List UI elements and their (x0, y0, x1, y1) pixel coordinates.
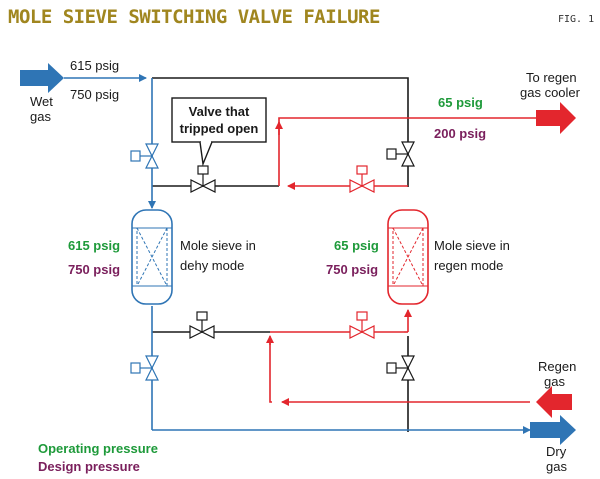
regen-gas-in-label-2: gas (544, 374, 565, 389)
pipe-regen-gas-up (269, 338, 272, 403)
dehy-lower-valve-icon (189, 311, 215, 339)
dehy-vessel-label-2: dehy mode (180, 258, 244, 273)
regen-design-pressure: 750 psig (326, 262, 378, 277)
regen-upper-valve-icon (349, 165, 375, 193)
regen-vessel-label-1: Mole sieve in (434, 238, 510, 253)
regen-bottom-valve-icon (386, 355, 415, 381)
wet-gas-label-2: gas (30, 109, 51, 124)
callout-line-2: tripped open (180, 121, 259, 136)
regen-top-valve-icon (386, 141, 415, 167)
regen-lower-valve-icon (349, 311, 375, 339)
regen-vessel-label-2: regen mode (434, 258, 503, 273)
legend-design-pressure: Design pressure (38, 459, 140, 474)
to-regen-cooler-label-2: gas cooler (520, 85, 581, 100)
wet-gas-arrow (20, 63, 64, 93)
regen-vessel (387, 209, 429, 305)
regen-gas-in-label-1: Regen (538, 359, 576, 374)
wet-gas-label-1: Wet (30, 94, 53, 109)
dehy-vessel-label-1: Mole sieve in (180, 238, 256, 253)
red-piping (266, 117, 536, 406)
dehy-inlet-valve-icon (130, 143, 159, 169)
inlet-operating-pressure: 615 psig (70, 58, 119, 73)
pipe-regen-to-cooler (278, 117, 536, 186)
dehy-operating-pressure: 615 psig (68, 238, 120, 253)
legend-operating-pressure: Operating pressure (38, 441, 158, 456)
dehy-outlet-valve-icon (130, 355, 159, 381)
callout-line-1: Valve that (189, 104, 250, 119)
inlet-design-pressure: 750 psig (70, 87, 119, 102)
dry-gas-label-2: gas (546, 459, 567, 474)
dry-gas-arrow (530, 415, 576, 445)
dehy-design-pressure: 750 psig (68, 262, 120, 277)
regen-operating-pressure: 65 psig (334, 238, 379, 253)
figure-label: FIG. 1 (558, 14, 595, 25)
regen-cooler-arrow (536, 102, 576, 134)
callout-box (171, 97, 267, 167)
regen-outlet-operating-pressure: 65 psig (438, 95, 483, 110)
regen-gas-in-arrow (536, 386, 572, 418)
diagram-title: MOLE SIEVE SWITCHING VALVE FAILURE (8, 6, 380, 28)
dehy-vessel (131, 209, 173, 305)
regen-outlet-design-pressure: 200 psig (434, 126, 486, 141)
tripped-valve-icon (190, 165, 216, 193)
to-regen-cooler-label-1: To regen (526, 70, 577, 85)
dry-gas-label-1: Dry (546, 444, 567, 459)
